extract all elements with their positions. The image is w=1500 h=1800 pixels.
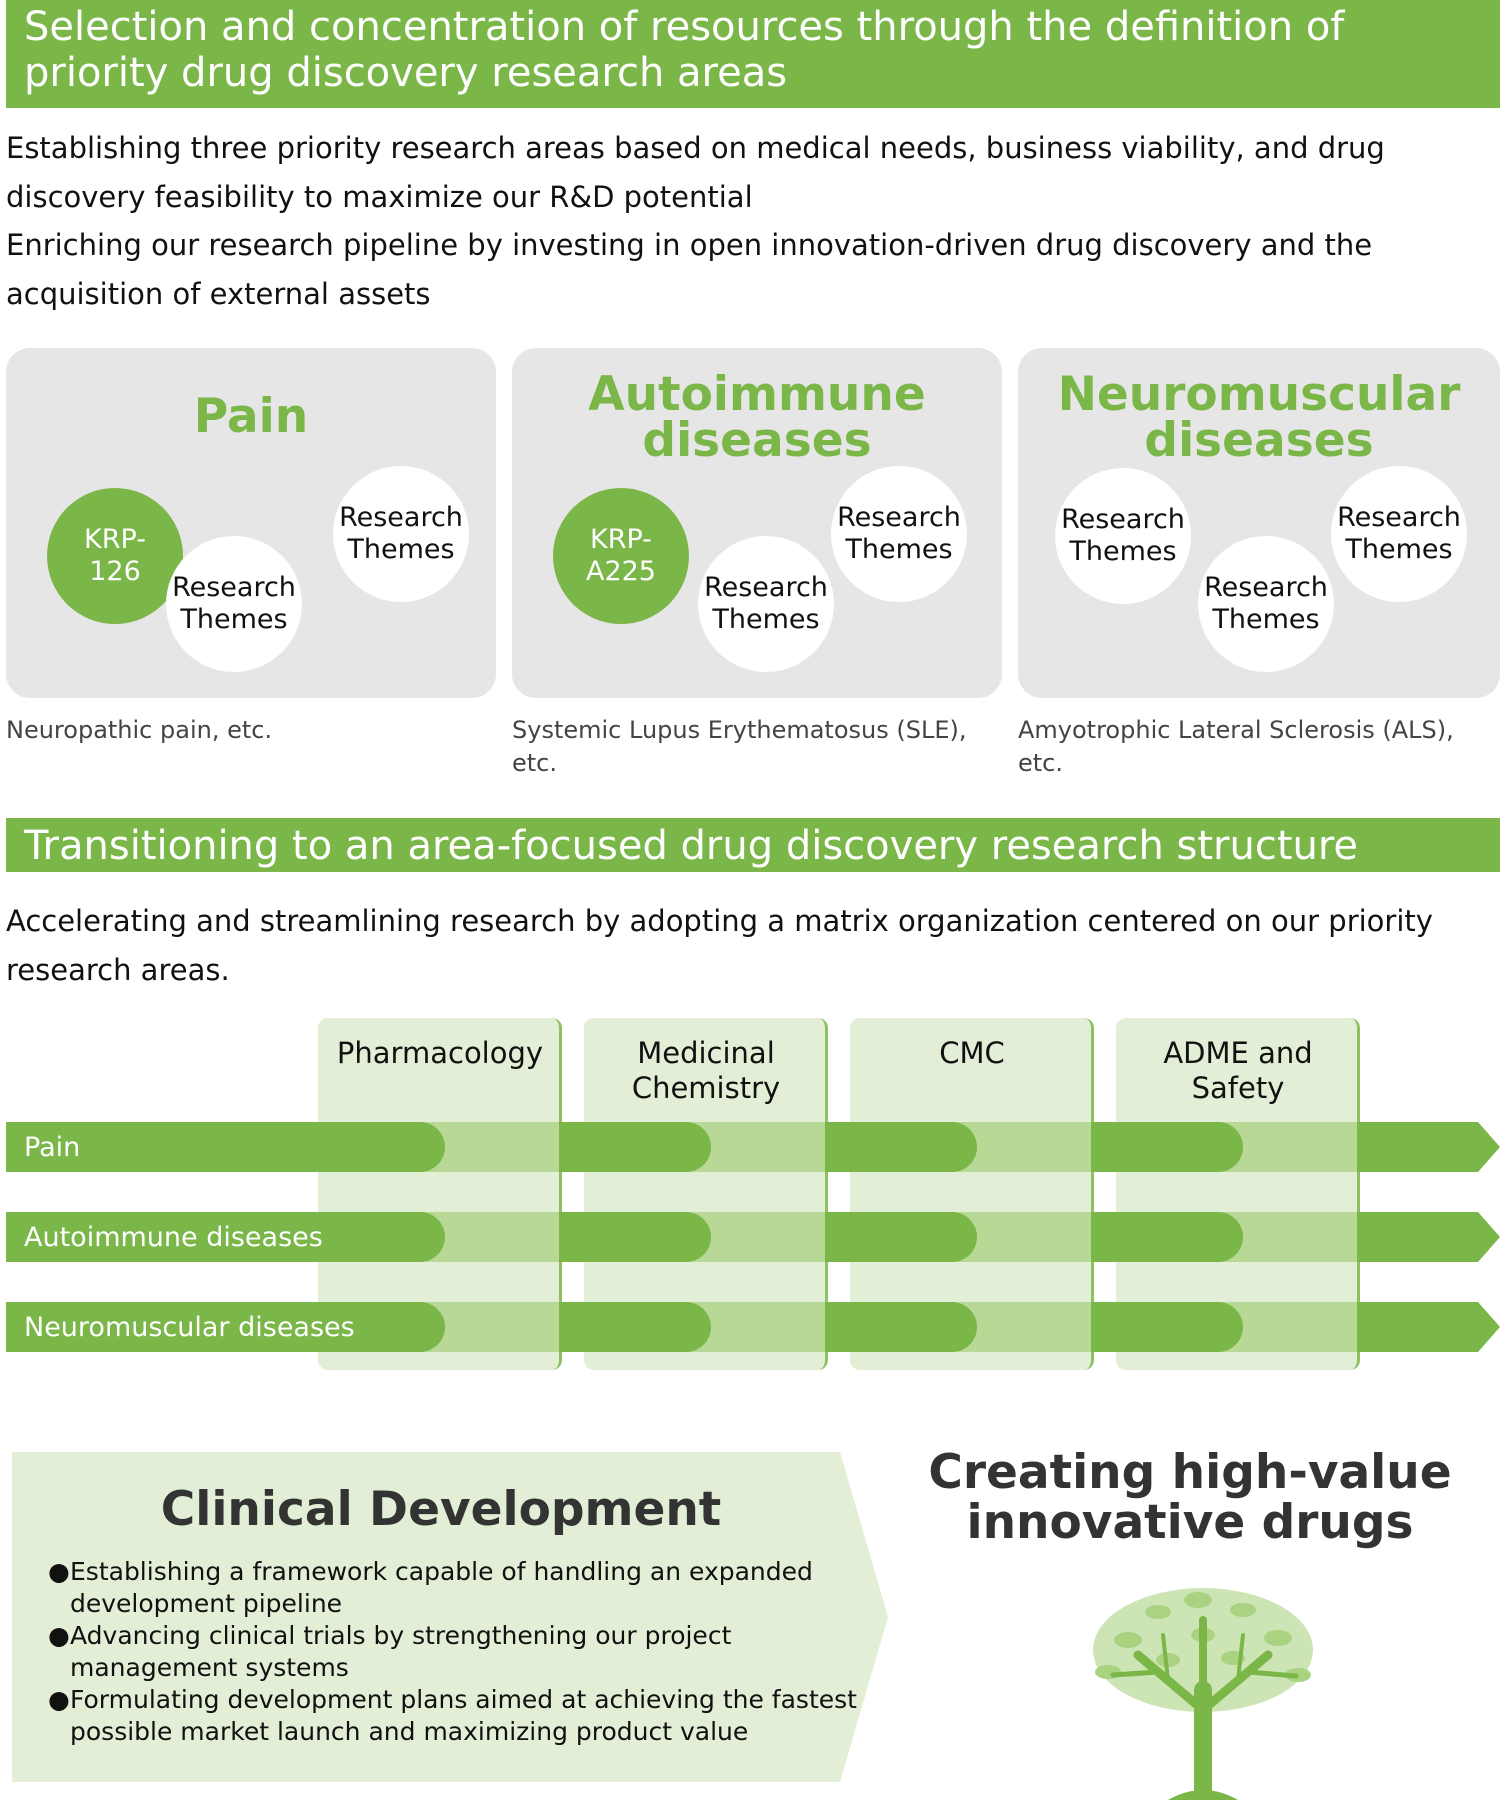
banner-title: Selection and concentration of resources… [24, 4, 1345, 96]
tree-icon [1093, 1588, 1313, 1800]
matrix-row-arrows [6, 1122, 1500, 1352]
matrix-row-segment [6, 1302, 445, 1352]
section-banner-structure: Transitioning to an area-focused drug di… [6, 818, 1500, 872]
research-theme-circle: Research Themes [166, 536, 302, 672]
compound-circle: KRP- A225 [553, 488, 689, 624]
matrix-row-segment [6, 1122, 445, 1172]
matrix-row-label-autoimmune: Autoimmune diseases [24, 1222, 323, 1253]
list-item: Advancing clinical trials by strengtheni… [48, 1620, 868, 1684]
research-theme-circle: Research Themes [333, 466, 469, 602]
matrix-row-segment [825, 1302, 977, 1352]
matrix-column-label: Medicinal Chemistry [631, 1036, 781, 1105]
compound-circle: KRP- 126 [47, 488, 183, 624]
matrix-row-segment [559, 1122, 711, 1172]
matrix-row-segment [1091, 1302, 1243, 1352]
area-caption-autoimmune: Systemic Lupus Erythematosus (SLE), etc. [512, 716, 967, 777]
area-panel-autoimmune: Autoimmune diseases KRP- A225 Research T… [512, 348, 1002, 698]
clinical-development-title: Clinical Development [160, 1482, 722, 1537]
matrix-row-segment [559, 1302, 711, 1352]
research-theme-circle: Research Themes [1055, 468, 1191, 604]
research-theme-circle: Research Themes [831, 466, 967, 602]
banner-title: Transitioning to an area-focused drug di… [24, 823, 1359, 869]
matrix-row-arrowhead [1357, 1122, 1500, 1172]
area-caption-pain: Neuropathic pain, etc. [6, 716, 273, 744]
matrix-row-segment [559, 1212, 711, 1262]
matrix-column-label: ADME and Safety [1163, 1036, 1313, 1105]
list-item: Formulating development plans aimed at a… [48, 1684, 868, 1748]
matrix-row-arrowhead [1357, 1302, 1500, 1352]
matrix-row-segment [1091, 1212, 1243, 1262]
matrix-column-label: CMC [939, 1036, 1005, 1070]
research-theme-circle: Research Themes [1331, 466, 1467, 602]
matrix-row-segment [1091, 1122, 1243, 1172]
tagline: Creating high-value innovative drugs [928, 1445, 1452, 1550]
area-title: Autoimmune diseases [588, 367, 926, 468]
research-theme-circle: Research Themes [698, 536, 834, 672]
area-caption-neuromuscular: Amyotrophic Lateral Sclerosis (ALS), etc… [1018, 716, 1454, 777]
clinical-development-list: Establishing a framework capable of hand… [48, 1556, 868, 1748]
matrix-row-segment [6, 1212, 445, 1262]
intro-paragraph-2: Enriching our research pipeline by inves… [6, 228, 1373, 311]
area-title: Pain [193, 389, 309, 444]
area-panel-neuromuscular: Neuromuscular diseases Research Themes R… [1018, 348, 1500, 698]
matrix-row-arrowhead [1357, 1212, 1500, 1262]
section-banner-priority-areas: Selection and concentration of resources… [6, 0, 1500, 108]
matrix-row-label-neuromuscular: Neuromuscular diseases [24, 1312, 355, 1343]
intro-paragraph-1: Establishing three priority research are… [6, 131, 1385, 214]
list-item: Establishing a framework capable of hand… [48, 1556, 868, 1620]
area-panel-pain: Pain KRP- 126 Research Themes Research T… [6, 348, 496, 698]
matrix-row-segment [825, 1122, 977, 1172]
area-title: Neuromuscular diseases [1057, 367, 1461, 468]
matrix-row-label-pain: Pain [24, 1132, 81, 1163]
research-theme-circle: Research Themes [1198, 536, 1334, 672]
matrix-column-label: Pharmacology [336, 1036, 544, 1070]
structure-paragraph: Accelerating and streamlining research b… [6, 904, 1433, 987]
matrix-row-segment [825, 1212, 977, 1262]
